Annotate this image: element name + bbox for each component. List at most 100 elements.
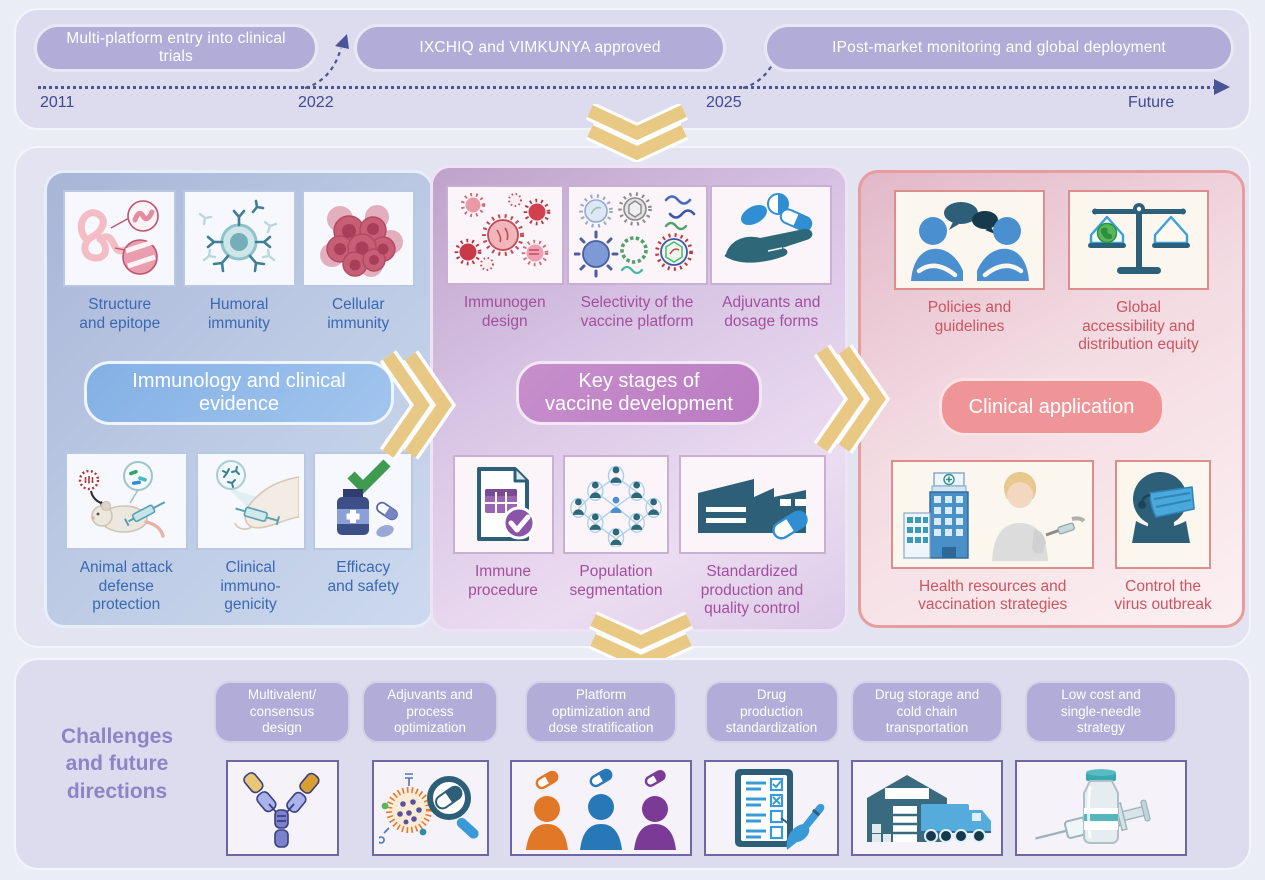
- challenge-single-needle: Low cost and single-needle strategy: [1015, 660, 1187, 868]
- population-network-icon: [570, 465, 662, 547]
- virus-particles-icon: [454, 192, 551, 271]
- item-caption: Immunogen design: [463, 294, 546, 330]
- panel-clinical-application: Policies and guidelines: [858, 170, 1245, 628]
- milestone-pill-2011: Multi-platform entry into clinical trial…: [34, 24, 318, 72]
- item-caption: Policies and guidelines: [927, 299, 1012, 335]
- item-card: [64, 452, 188, 551]
- challenge-pill: Drug storage and cold chain transportati…: [851, 681, 1003, 743]
- item-card: [63, 190, 177, 287]
- balance-globe-icon: [1087, 203, 1190, 274]
- challenge-card: [704, 760, 839, 856]
- challenges-heading: Challenges and future directions: [60, 725, 174, 803]
- panel-vaccine-stages: Immunogen design: [430, 165, 848, 632]
- year-label: Future: [1128, 94, 1175, 111]
- panel-bottom-row: Health resources and vaccination strateg…: [871, 459, 1232, 615]
- item-caption: Humoral immunity: [207, 296, 270, 332]
- item-animal-protection: Animal attack defense protection: [64, 452, 188, 615]
- item-card: [678, 455, 826, 555]
- item-caption: Clinical immuno- genicity: [220, 559, 281, 614]
- hand-pills-icon: [725, 193, 813, 263]
- document-check-icon: [477, 466, 536, 541]
- item-standardized-production: Standardized production and quality cont…: [678, 455, 826, 619]
- protein-structure-icon: [77, 199, 159, 275]
- dashed-curve-arrow-icon: [304, 34, 349, 90]
- challenge-pill: Adjuvants and process optimization: [362, 681, 498, 743]
- challenge-card: [225, 760, 339, 856]
- panel-title-pill: Key stages of vaccine development: [516, 361, 762, 426]
- milestone-label: Multi-platform entry into clinical trial…: [66, 30, 286, 65]
- antibody-icon: [243, 772, 320, 848]
- cell-cluster-icon: [320, 204, 404, 277]
- panel-top-row: Immunogen design: [443, 185, 835, 331]
- checklist-pen-icon: [734, 769, 824, 850]
- item-card: [1068, 190, 1209, 290]
- year-label: 2022: [298, 94, 334, 111]
- item-card: [195, 452, 306, 551]
- item-caption: Health resources and vaccination strateg…: [918, 577, 1068, 614]
- item-caption: Control the virus outbreak: [1114, 577, 1212, 614]
- milestone-pill-2025: IPost-market monitoring and global deplo…: [764, 24, 1234, 72]
- challenge-multivalent: Multivalent/ consensus design: [214, 660, 350, 868]
- item-platform-selectivity: Selectivity of the vaccine platform: [566, 185, 708, 331]
- item-efficacy-safety: Efficacy and safety: [313, 452, 414, 596]
- timeline-arrowhead-icon: [1214, 79, 1230, 95]
- item-card: [182, 190, 296, 287]
- challenge-card: [371, 760, 489, 856]
- panel-bottom-row: Immune procedure: [443, 455, 835, 619]
- item-caption: Efficacy and safety: [327, 559, 400, 595]
- hospital-vaccination-icon: [903, 472, 1086, 562]
- milestone-label: IXCHIQ and VIMKUNYA approved: [419, 39, 661, 56]
- item-card: [313, 452, 414, 551]
- item-card: [710, 185, 833, 285]
- item-policies-guidelines: Policies and guidelines: [894, 190, 1045, 336]
- panel-top-row: Policies and guidelines: [871, 190, 1232, 355]
- item-control-outbreak: Control the virus outbreak: [1114, 459, 1212, 615]
- item-caption: Animal attack defense protection: [79, 559, 173, 614]
- chevron-down-icon: [585, 104, 689, 162]
- warehouse-truck-icon: [867, 775, 991, 843]
- main-flow-section: Structure and epitope: [14, 146, 1251, 648]
- item-caption: Standardized production and quality cont…: [700, 563, 804, 618]
- medicine-check-icon: [337, 459, 399, 538]
- challenge-card: [1015, 760, 1187, 856]
- item-card: [566, 185, 708, 285]
- item-caption: Cellular immunity: [327, 296, 390, 332]
- people-doses-icon: [526, 768, 676, 850]
- panel-top-row: Structure and epitope: [57, 190, 421, 333]
- item-card: [452, 455, 554, 555]
- challenge-card: [851, 760, 1003, 856]
- challenge-production-standardization: Drug production standardization: [704, 660, 839, 868]
- vaccine-platforms-icon: [574, 192, 696, 278]
- timeline-axis: [38, 86, 1216, 89]
- item-caption: Immune procedure: [468, 563, 538, 599]
- challenges-section: Challenges and future directions Multiva…: [14, 658, 1251, 870]
- chevron-right-icon: [380, 350, 457, 460]
- item-caption: Global accessibility and distribution eq…: [1078, 299, 1199, 354]
- item-caption: Structure and epitope: [79, 296, 161, 332]
- item-card: [891, 459, 1095, 569]
- item-cellular-immunity: Cellular immunity: [301, 190, 415, 333]
- challenge-pill: Multivalent/ consensus design: [214, 681, 350, 743]
- panel-title-pill: Immunology and clinical evidence: [84, 360, 394, 425]
- item-health-resources: Health resources and vaccination strateg…: [891, 459, 1095, 615]
- item-immunogen-design: Immunogen design: [445, 185, 564, 331]
- challenge-pill: Low cost and single-needle strategy: [1025, 681, 1177, 743]
- panel-bottom-row: Animal attack defense protection: [57, 452, 421, 615]
- factory-capsule-icon: [698, 478, 808, 540]
- item-structure-epitope: Structure and epitope: [63, 190, 177, 333]
- milestone-pill-2022: IXCHIQ and VIMKUNYA approved: [354, 24, 726, 72]
- arm-injection-icon: [215, 460, 299, 531]
- item-global-accessibility: Global accessibility and distribution eq…: [1068, 190, 1209, 355]
- item-population-segmentation: Population segmentation: [563, 455, 669, 600]
- b-cell-antibodies-icon: [198, 199, 278, 272]
- item-humoral-immunity: Humoral immunity: [182, 190, 296, 333]
- item-card: [1115, 459, 1212, 569]
- challenge-card: [510, 760, 692, 856]
- timeline-section: Multi-platform entry into clinical trial…: [14, 8, 1251, 130]
- item-adjuvants-dosage: Adjuvants and dosage forms: [710, 185, 833, 331]
- mouse-challenge-icon: [79, 461, 166, 538]
- item-card: [563, 455, 669, 555]
- panel-immunology: Structure and epitope: [44, 170, 434, 628]
- challenge-adjuvant-optimization: Adjuvants and process optimization: [362, 660, 498, 868]
- item-caption: Population segmentation: [569, 563, 663, 599]
